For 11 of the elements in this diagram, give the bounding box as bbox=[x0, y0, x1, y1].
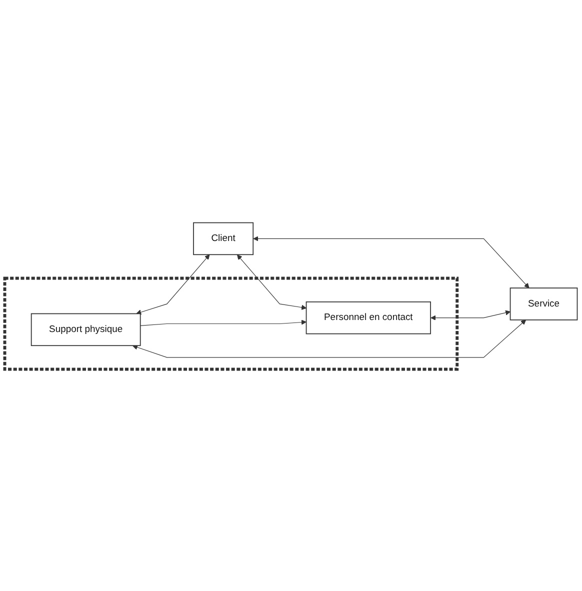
node-box: Personnel en contact bbox=[306, 300, 431, 334]
node-box: Service bbox=[510, 287, 578, 320]
arrow bbox=[140, 319, 307, 326]
cluster bbox=[3, 276, 459, 370]
arrow bbox=[136, 254, 210, 314]
arrow bbox=[430, 310, 511, 320]
node-box: Client bbox=[193, 222, 254, 255]
arrow bbox=[132, 319, 526, 358]
arrow bbox=[237, 254, 307, 310]
arrow bbox=[253, 236, 530, 288]
node-box: Support physique bbox=[30, 312, 141, 346]
